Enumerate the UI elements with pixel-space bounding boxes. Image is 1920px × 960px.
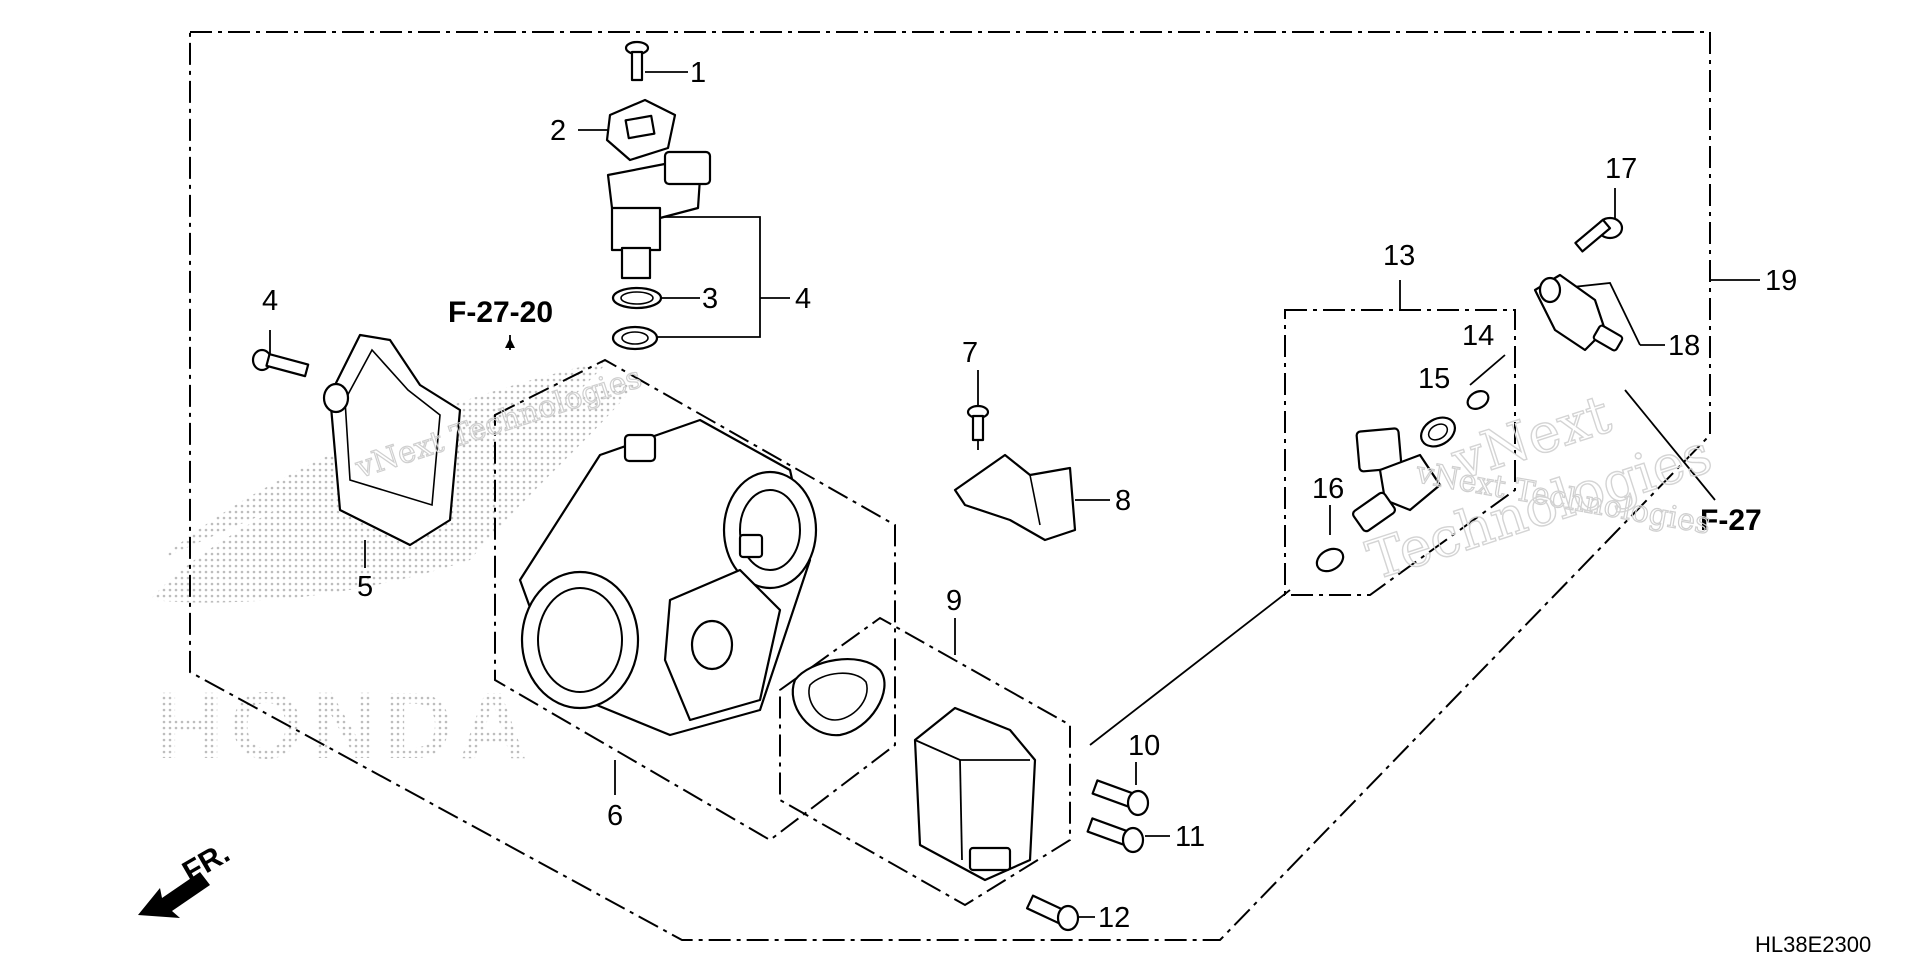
seal-part-15 bbox=[1315, 547, 1345, 573]
callout-10: 4 bbox=[795, 283, 811, 315]
callout-6: 5 bbox=[357, 571, 373, 603]
screw-part-12 bbox=[624, 40, 650, 82]
callout-19: 7 bbox=[962, 337, 978, 369]
bolt-part-2 bbox=[251, 348, 310, 378]
callout-9: 18 bbox=[1668, 330, 1700, 362]
callout-18: 14 bbox=[1462, 320, 1494, 352]
main-assembly-boundary bbox=[189, 31, 1711, 941]
sensor-part-9 bbox=[1533, 273, 1624, 352]
cover-part-6 bbox=[322, 333, 462, 547]
front-direction-arrow: FR. bbox=[138, 836, 235, 918]
callout-11: 2 bbox=[550, 115, 566, 147]
callout-4-upper: 10 bbox=[1128, 730, 1160, 762]
callout-3: 17 bbox=[1605, 153, 1637, 185]
diagram-code: HL38E2300 bbox=[1755, 932, 1871, 957]
o-ring-part-13 bbox=[611, 286, 663, 351]
cover-plate-part-11 bbox=[605, 98, 677, 162]
seal-part-16 bbox=[1420, 416, 1456, 448]
sensor-part-10 bbox=[606, 150, 712, 280]
sensor-unit-boundary bbox=[779, 616, 1071, 907]
callout-14: 13 bbox=[1383, 240, 1415, 272]
reference-f-27[interactable]: F-27 bbox=[1700, 504, 1762, 537]
svg-text:FR.: FR. bbox=[177, 836, 235, 889]
callout-4-lower: 12 bbox=[1098, 902, 1130, 934]
seal-part-18 bbox=[1466, 390, 1490, 410]
injector-group-boundary bbox=[1284, 309, 1516, 596]
reference-f-27-20[interactable]: F-27-20 bbox=[448, 296, 553, 329]
callout-7: 19 bbox=[1765, 265, 1797, 297]
callout-5: 11 bbox=[1175, 821, 1205, 853]
callout-12: 1 bbox=[690, 57, 706, 89]
callout-2: 4 bbox=[262, 285, 278, 317]
bolt-part-4-lower bbox=[1025, 894, 1080, 932]
callout-15: 16 bbox=[1312, 473, 1344, 505]
leader-lines bbox=[269, 71, 1760, 918]
screw-part-19 bbox=[966, 404, 990, 442]
callout-13: 3 bbox=[702, 283, 718, 315]
callout-17: 8 bbox=[1115, 485, 1131, 517]
callout-8: 6 bbox=[607, 800, 623, 832]
bolt-part-5 bbox=[1086, 817, 1145, 854]
bracket-part-17 bbox=[953, 453, 1077, 542]
bolt-part-3 bbox=[1574, 216, 1624, 253]
callout-16: 15 bbox=[1418, 363, 1450, 395]
throttle-body-boundary bbox=[494, 358, 896, 842]
callout-1: 9 bbox=[946, 585, 962, 617]
sensor-unit-part-1 bbox=[913, 706, 1037, 882]
injector bbox=[1352, 427, 1442, 533]
throttle-body-part-8 bbox=[518, 418, 818, 737]
honda-wordmark-watermark: HONDA bbox=[155, 673, 533, 779]
bolt-part-4-upper bbox=[1091, 779, 1150, 817]
gasket bbox=[791, 658, 886, 737]
